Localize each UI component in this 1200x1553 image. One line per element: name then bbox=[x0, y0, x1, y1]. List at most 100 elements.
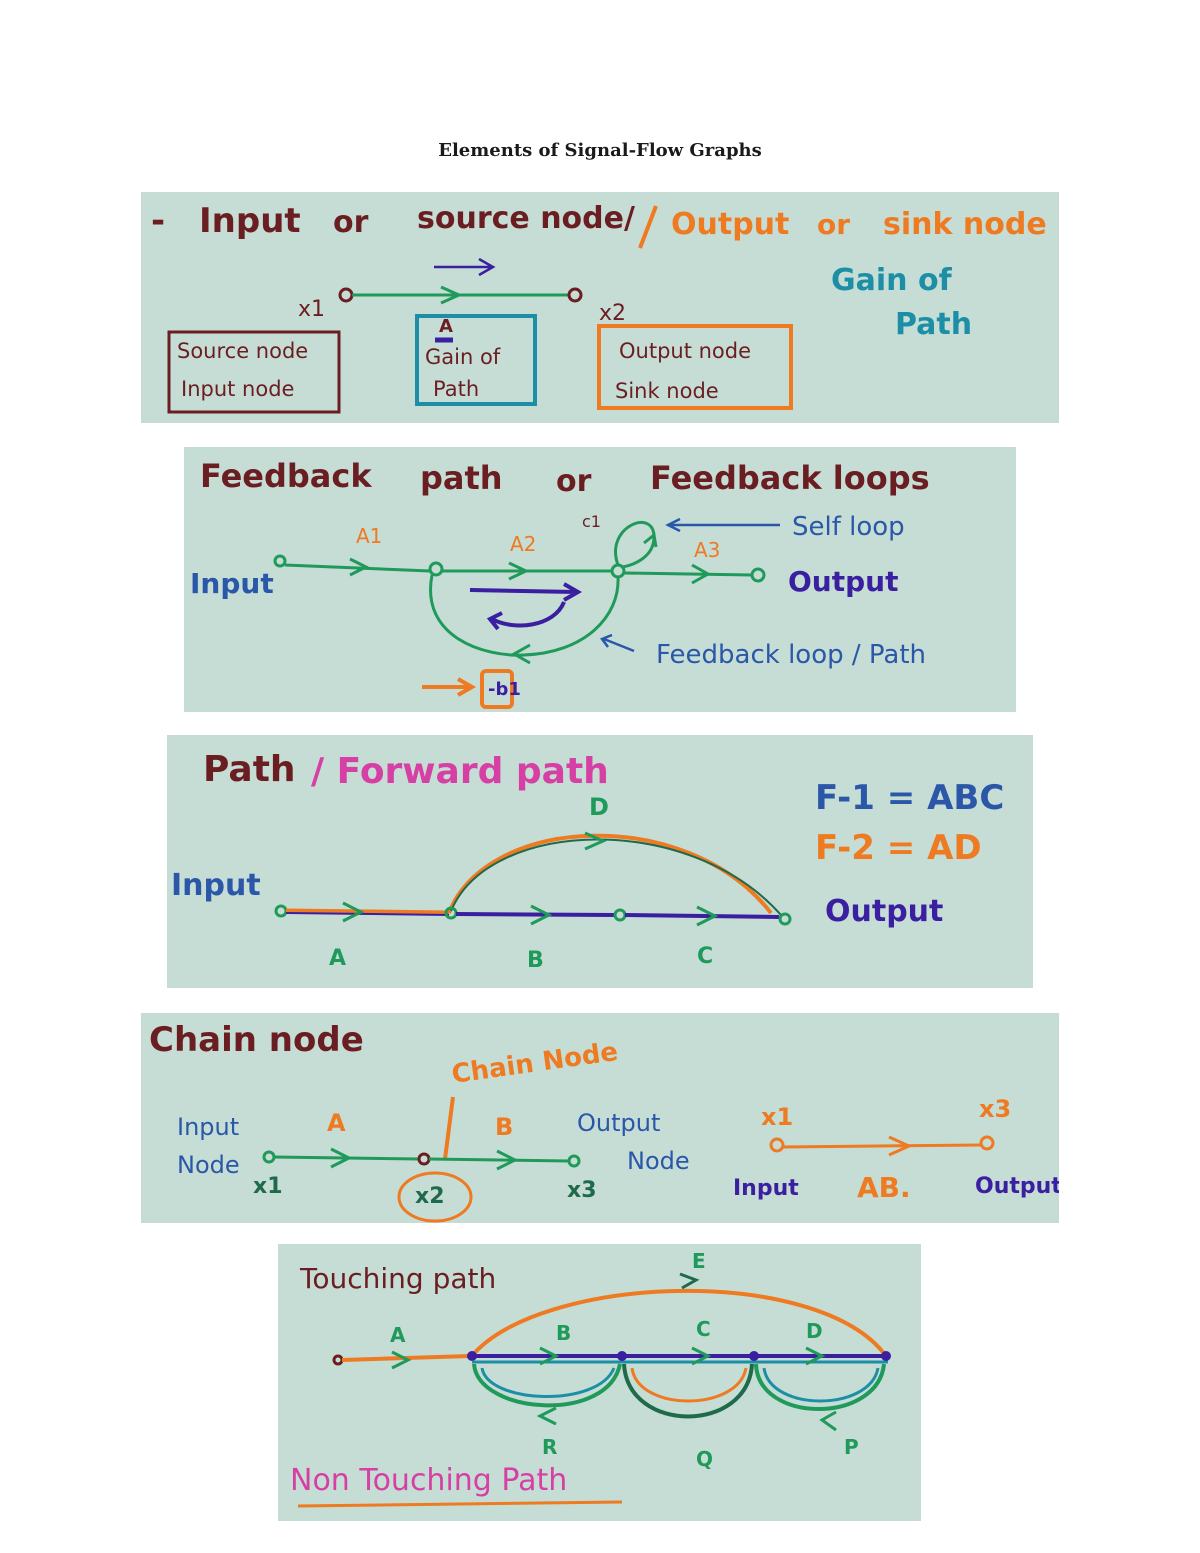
p1-heading-source: source node/ bbox=[417, 201, 635, 236]
p3-output: Output bbox=[825, 894, 943, 929]
p4-output-l2: Node bbox=[627, 1147, 690, 1175]
p3-heading-path: Path bbox=[203, 749, 296, 790]
p1-gain-of: Gain of bbox=[831, 263, 953, 298]
p3-f1: F-1 = ABC bbox=[815, 778, 1004, 818]
p4-arrow-a bbox=[330, 1147, 353, 1169]
p2-heading-feedback: Feedback bbox=[200, 457, 372, 495]
panel2-svg: Feedback path or Feedback loops Input Ou… bbox=[190, 457, 930, 709]
p3-label-b: B bbox=[527, 948, 544, 973]
p5-non-touching-underline bbox=[297, 1500, 623, 1508]
p3-path-d-orange bbox=[447, 833, 773, 915]
p5-loop-r bbox=[472, 1363, 622, 1408]
p2-label-a3: A3 bbox=[694, 538, 720, 562]
p5-label-a: A bbox=[390, 1323, 406, 1347]
p2-feedback-loop bbox=[429, 574, 620, 657]
p2-output: Output bbox=[788, 565, 898, 598]
p5-arrow-r bbox=[536, 1406, 557, 1426]
p3-arrow-d bbox=[584, 831, 607, 851]
p5-node-3 bbox=[617, 1351, 627, 1361]
p5-loop-q bbox=[622, 1363, 754, 1419]
p3-node-2 bbox=[444, 906, 458, 920]
p4-r-arrow bbox=[888, 1135, 913, 1157]
p1-heading-or2: or bbox=[817, 208, 850, 241]
p2-label-c1: c1 bbox=[582, 512, 601, 531]
p5-label-b: B bbox=[556, 1321, 571, 1345]
p5-label-p: P bbox=[844, 1435, 859, 1459]
p2-self-loop-label: Self loop bbox=[792, 512, 905, 542]
p1-node-x2 bbox=[567, 287, 583, 303]
panel-source-sink-node: - Input or source node/ Output or sink n… bbox=[141, 192, 1059, 423]
p5-label-c: C bbox=[696, 1317, 711, 1341]
p1-source-box bbox=[167, 330, 341, 414]
p4-label-x1: x1 bbox=[253, 1174, 283, 1199]
p2-node-4 bbox=[750, 567, 766, 583]
p2-feedback-label: Feedback loop / Path bbox=[656, 640, 926, 670]
p4-r-node-2 bbox=[979, 1135, 995, 1151]
p2-input: Input bbox=[190, 567, 274, 600]
p2-arrow-a2 bbox=[508, 561, 530, 581]
p2-arrow-a1 bbox=[349, 557, 370, 577]
p4-node-x3 bbox=[567, 1154, 581, 1168]
p1-gain-l1: Gain of bbox=[425, 345, 501, 369]
p3-input: Input bbox=[171, 868, 261, 903]
p1-direction-arrow bbox=[434, 257, 496, 277]
p5-loop-p bbox=[754, 1363, 886, 1411]
p2-heading-loops: Feedback loops bbox=[650, 459, 930, 497]
p2-node-1 bbox=[273, 554, 287, 568]
p1-gain-l2: Path bbox=[433, 377, 479, 401]
p1-heading-or: or bbox=[333, 205, 369, 240]
p1-gain-box bbox=[415, 314, 537, 406]
p4-r-node-1 bbox=[769, 1137, 785, 1153]
p2-label-a2: A2 bbox=[510, 532, 536, 556]
p4-chain-pointer bbox=[443, 1096, 455, 1160]
p4-r-input: Input bbox=[733, 1176, 799, 1201]
p2-b1-box bbox=[480, 669, 514, 709]
p4-label-b: B bbox=[495, 1113, 513, 1141]
p3-label-c: C bbox=[697, 944, 713, 969]
page-title: Elements of Signal-Flow Graphs bbox=[438, 140, 762, 161]
p3-arrow-c bbox=[696, 905, 719, 927]
p4-input-l2: Node bbox=[177, 1151, 240, 1179]
p3-branch-c bbox=[624, 913, 780, 919]
p2-self-loop bbox=[614, 520, 656, 569]
p4-branch-b bbox=[428, 1157, 570, 1163]
p4-node-x2 bbox=[417, 1152, 431, 1166]
p5-arrow-a bbox=[391, 1350, 412, 1370]
p5-arrow-b bbox=[539, 1346, 560, 1366]
p4-heading: Chain node bbox=[149, 1020, 364, 1060]
p1-label-x1: x1 bbox=[298, 297, 325, 322]
p4-label-a: A bbox=[327, 1109, 346, 1137]
panel-touching-path: Touching path E A B C D R Q P Non bbox=[278, 1244, 921, 1521]
p5-label-q: Q bbox=[696, 1447, 713, 1471]
p1-output-l1: Output node bbox=[619, 339, 751, 363]
p3-f2: F-2 = AD bbox=[815, 828, 982, 868]
p4-r-ab: AB. bbox=[857, 1171, 911, 1204]
p3-node-3 bbox=[613, 908, 627, 922]
p3-label-d: D bbox=[589, 793, 609, 821]
panel5-svg: Touching path E A B C D R Q P Non bbox=[290, 1249, 891, 1508]
p5-label-d: D bbox=[806, 1319, 823, 1343]
panel4-svg: Chain node Chain Node Input Node Output … bbox=[149, 1020, 1059, 1223]
p4-chain-label: Chain Node bbox=[450, 1037, 620, 1090]
p1-source-l1: Source node bbox=[177, 339, 308, 363]
p3-heading-forward: / Forward path bbox=[311, 751, 609, 792]
p3-label-a: A bbox=[329, 946, 346, 971]
p2-feedback-pointer bbox=[600, 633, 635, 653]
p3-path-d-green bbox=[450, 838, 782, 916]
p4-r-x3: x3 bbox=[979, 1095, 1011, 1123]
p1-heading-output: Output bbox=[671, 207, 789, 242]
panel1-svg: - Input or source node/ Output or sink n… bbox=[151, 201, 1047, 414]
p2-self-loop-arrow bbox=[643, 532, 658, 548]
p5-heading: Touching path bbox=[299, 1262, 496, 1295]
p2-branch-a3 bbox=[623, 571, 753, 577]
p2-b1-arrow bbox=[422, 677, 477, 697]
p5-arrow-e bbox=[679, 1272, 700, 1290]
p1-label-x2: x2 bbox=[599, 301, 626, 326]
p2-label-b1: -b1 bbox=[488, 679, 521, 700]
p5-loop-r-inner bbox=[480, 1367, 616, 1398]
panel-feedback-loops: Feedback path or Feedback loops Input Ou… bbox=[184, 447, 1016, 712]
p1-node-x1 bbox=[338, 287, 354, 303]
p4-arrow-b bbox=[496, 1149, 519, 1171]
p2-self-loop-pointer bbox=[665, 517, 780, 533]
p5-node-1 bbox=[332, 1354, 344, 1366]
